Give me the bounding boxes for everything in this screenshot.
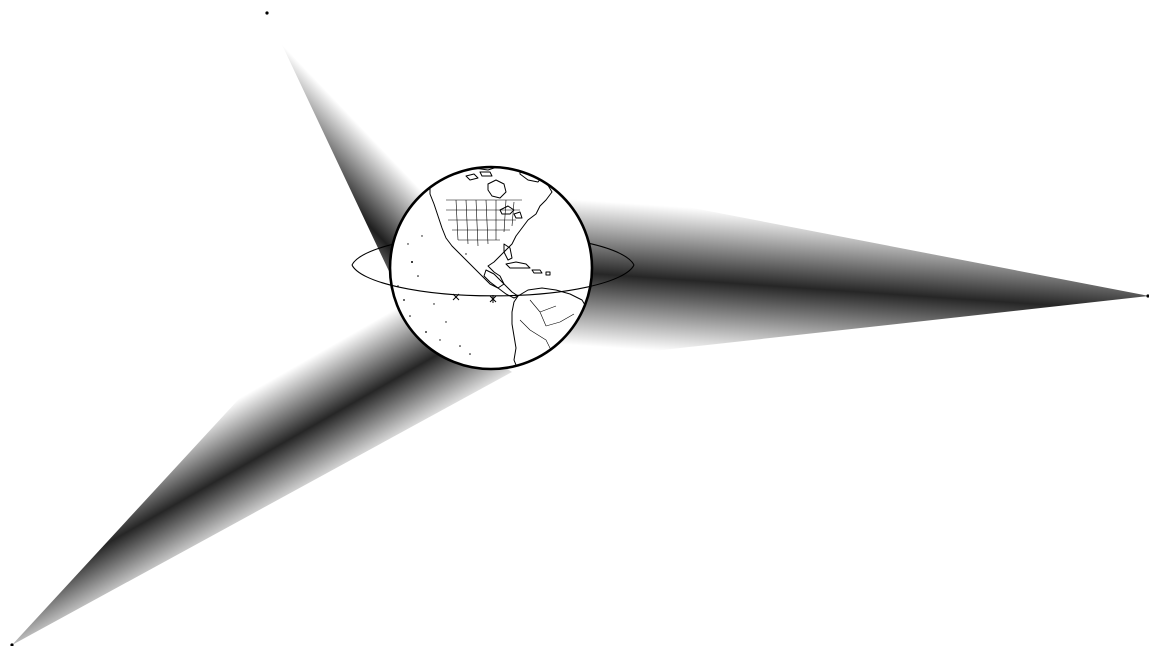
earth-globe [390,166,592,372]
satellite-upper-left [265,11,268,14]
coverage-cone-right [518,177,1149,366]
